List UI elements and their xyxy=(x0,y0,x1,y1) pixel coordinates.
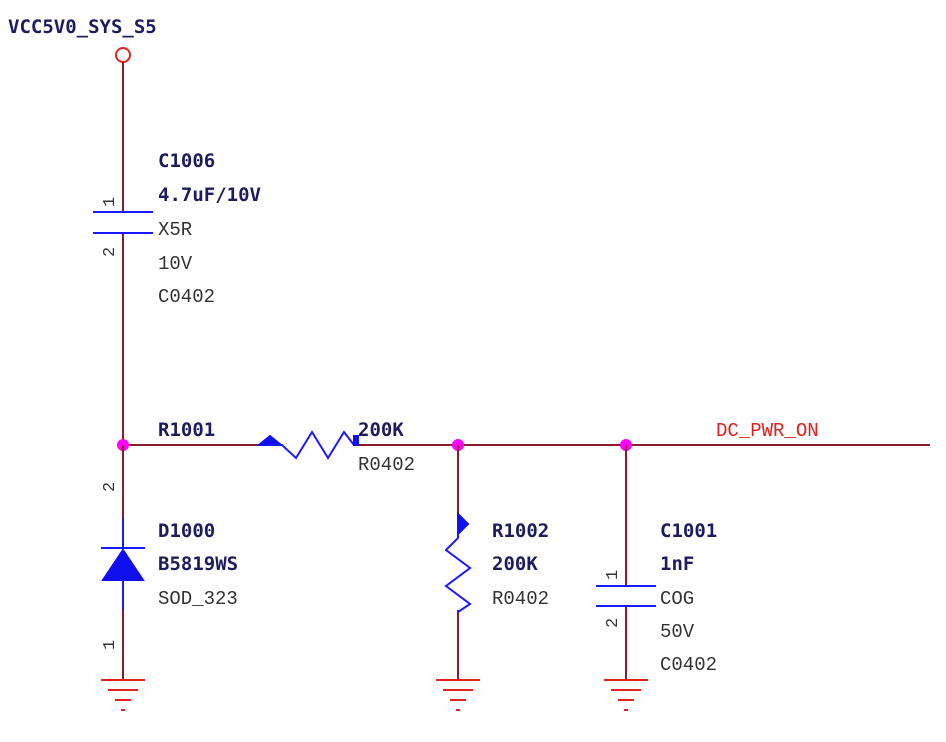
resistor-r1001 xyxy=(256,430,359,460)
ground-symbol-c1001 xyxy=(604,679,648,711)
r1001-ref: R1001 xyxy=(158,419,215,441)
c1006-voltage: 10V xyxy=(158,253,193,275)
capacitor-c1001 xyxy=(596,585,656,607)
c1006-pin2: 2 xyxy=(101,247,120,257)
net-label-dc-pwr-on: DC_PWR_ON xyxy=(716,420,819,442)
c1006-package: C0402 xyxy=(158,286,215,308)
d1000-ref: D1000 xyxy=(158,520,215,542)
power-net-label: VCC5V0_SYS_S5 xyxy=(8,16,157,38)
c1001-voltage: 50V xyxy=(660,621,695,643)
c1006-value: 4.7uF/10V xyxy=(158,184,261,206)
c1006-pin1: 1 xyxy=(101,197,120,207)
c1001-dielectric: COG xyxy=(660,588,694,610)
c1001-pin2: 2 xyxy=(604,618,623,628)
d1000-pin1: 1 xyxy=(101,640,120,650)
r1001-package: R0402 xyxy=(358,454,415,476)
c1001-value: 1nF xyxy=(660,553,694,575)
resistor-r1002 xyxy=(444,511,472,613)
c1001-pin1: 1 xyxy=(604,570,623,580)
r1002-package: R0402 xyxy=(492,588,549,610)
c1001-ref: C1001 xyxy=(660,520,717,542)
d1000-pin2: 2 xyxy=(101,482,120,492)
c1006-ref: C1006 xyxy=(158,150,215,172)
d1000-package: SOD_323 xyxy=(158,588,238,610)
c1006-dielectric: X5R xyxy=(158,219,192,241)
ground-symbol-r1002 xyxy=(436,679,480,711)
d1000-value: B5819WS xyxy=(158,553,238,575)
ground-symbol-d1000 xyxy=(101,679,145,711)
power-port-symbol xyxy=(115,47,131,63)
r1002-ref: R1002 xyxy=(492,520,549,542)
r1002-value: 200K xyxy=(492,553,538,575)
capacitor-c1006 xyxy=(93,211,153,234)
diode-d1000 xyxy=(101,518,145,610)
r1001-value: 200K xyxy=(358,419,404,441)
c1001-package: C0402 xyxy=(660,654,717,676)
